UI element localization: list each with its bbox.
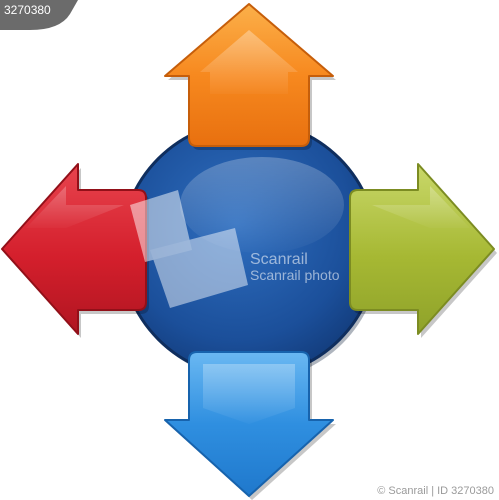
- arrow-down: [164, 351, 336, 500]
- watermark-corner-text: 3270380: [4, 3, 51, 17]
- watermark-footer: © Scanrail | ID 3270380: [377, 485, 494, 497]
- watermark-corner: 3270380: [0, 0, 78, 30]
- arrow-up: [164, 3, 336, 150]
- arrow-left: [1, 163, 149, 338]
- arrow-right: [349, 163, 497, 338]
- watermark-center: Scanrail Scanrail photo: [130, 190, 340, 308]
- watermark-center-text: Scanrail: [250, 251, 308, 268]
- watermark-center-sub: Scanrail photo: [250, 267, 340, 283]
- center-circle: [119, 119, 380, 381]
